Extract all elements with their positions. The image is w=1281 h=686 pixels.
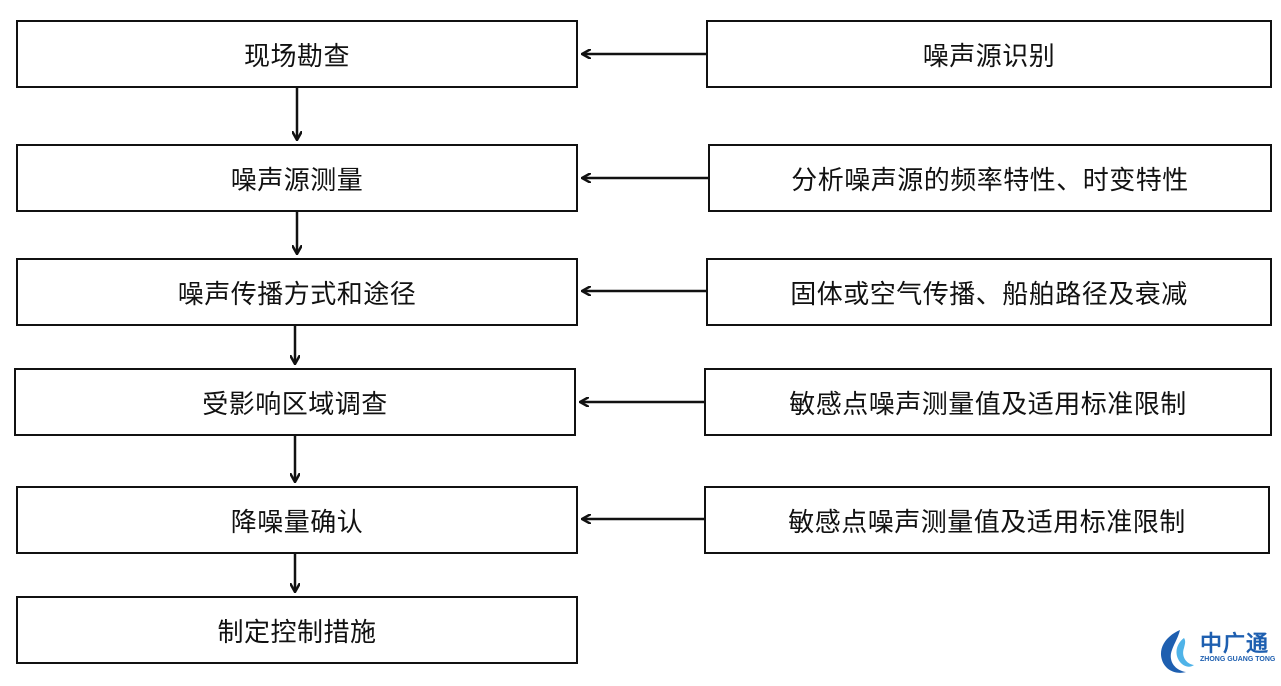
input-frequency-time-analysis: 分析噪声源的频率特性、时变特性 — [708, 144, 1272, 212]
step-noise-source-measurement: 噪声源测量 — [16, 144, 578, 212]
logo-name-cn: 中广通 — [1200, 632, 1270, 657]
company-logo: 中广通 ZHONG GUANG TONG — [1156, 626, 1276, 680]
step-affected-area-survey: 受影响区域调查 — [14, 368, 576, 436]
input-sensitive-point-standards-1: 敏感点噪声测量值及适用标准限制 — [704, 368, 1272, 436]
step-propagation-path: 噪声传播方式和途径 — [16, 258, 578, 326]
step-control-measures: 制定控制措施 — [16, 596, 578, 664]
logo-mark-icon — [1160, 630, 1194, 673]
step-noise-reduction-confirmation: 降噪量确认 — [16, 486, 578, 554]
input-sensitive-point-standards-2: 敏感点噪声测量值及适用标准限制 — [704, 486, 1270, 554]
step-site-survey: 现场勘查 — [16, 20, 578, 88]
logo-name-en: ZHONG GUANG TONG — [1200, 656, 1276, 663]
input-propagation-attenuation: 固体或空气传播、船舶路径及衰减 — [706, 258, 1272, 326]
input-noise-source-identification: 噪声源识别 — [706, 20, 1272, 88]
